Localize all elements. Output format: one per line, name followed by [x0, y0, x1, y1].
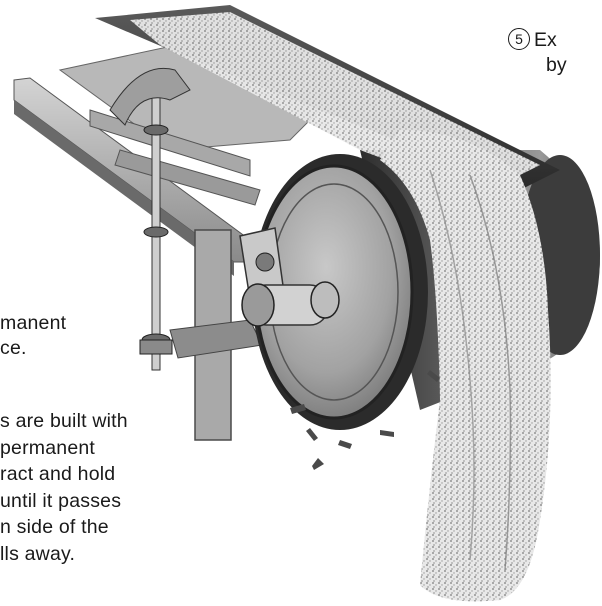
- caption-bottom-line-4: until it passes: [0, 489, 122, 512]
- caption-bottom-line-2: permanent: [0, 436, 96, 459]
- caption-bottom-line-5: n side of the: [0, 516, 109, 538]
- take-up-rod: [109, 67, 191, 371]
- material-stream: [380, 130, 551, 602]
- bearing-block: [239, 227, 340, 327]
- tramp-iron-pieces: [290, 370, 440, 470]
- callout-number-badge: 5: [508, 28, 530, 50]
- caption-bottom-line-6: lls away.: [0, 542, 76, 565]
- callout-line-1: Ex: [534, 29, 557, 51]
- callout-line-2: by: [546, 54, 567, 76]
- caption-bottom-line-1: s are built with: [0, 410, 128, 432]
- caption-top-line-1: manent: [0, 312, 67, 334]
- caption-top: manent ce.: [0, 311, 66, 361]
- caption-bottom-line-3: ract and hold: [0, 463, 116, 485]
- caption-bottom: s are built with permanent ract and hold…: [0, 408, 128, 567]
- frame: [13, 39, 321, 441]
- caption-top-line-2: ce.: [0, 337, 27, 359]
